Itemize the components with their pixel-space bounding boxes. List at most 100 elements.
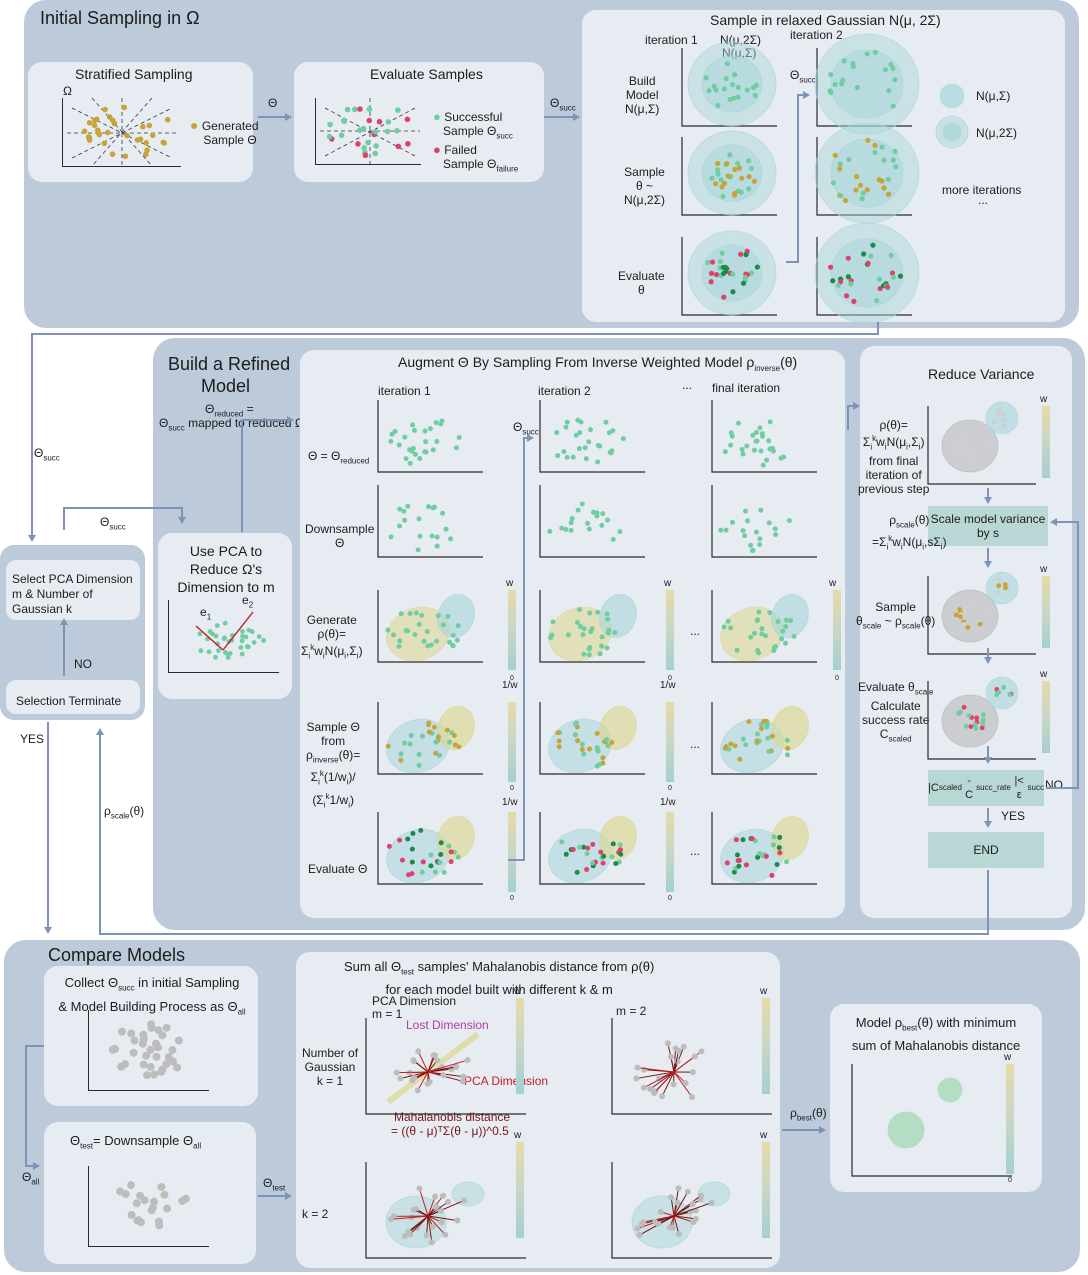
arrow-head [60, 618, 68, 625]
collected-sample-dot [154, 1026, 163, 1035]
augment-sample-dot [608, 450, 614, 456]
generated-sample-dot [86, 119, 93, 126]
augment-sample-dot [776, 845, 782, 851]
augment-sample-dot [554, 429, 560, 435]
scaled-sample-dot [980, 442, 985, 448]
augment-sample-dot [589, 626, 595, 632]
generated-sample-dot [93, 116, 100, 123]
mahalanobis-line [673, 1191, 689, 1217]
augment-sample-dot [728, 430, 734, 436]
plot-axes [377, 812, 483, 885]
pca-dimension-band [386, 1031, 480, 1105]
scaled-sample-dot [983, 442, 989, 448]
augment-sample-dot [434, 534, 440, 540]
augment-sample-dot [407, 741, 413, 747]
relaxed-sample-dot [832, 152, 838, 159]
augment-sample-dot [587, 610, 593, 616]
stratified-scatter [67, 97, 177, 167]
weight-colorbar [516, 1142, 524, 1238]
augment-sample-dot [764, 721, 770, 727]
mahalanobis-line [643, 1071, 675, 1089]
collected-sample-dot [121, 1060, 130, 1069]
relaxed-sample-dot [746, 173, 752, 180]
test-sample-dot [464, 1057, 471, 1064]
augment-sample-dot [419, 612, 425, 618]
rho-best-label: ρbest(θ) [790, 1106, 827, 1123]
augment-sample-dot [764, 457, 770, 463]
select-pca-text: Select PCA Dimension m & Number of Gauss… [12, 572, 133, 616]
scaled-gaussian-large [941, 419, 999, 473]
colorbar-zero-label: 0 [1008, 1177, 1012, 1184]
relaxed-sample-dot [735, 84, 741, 90]
best-gaussian-large [887, 1111, 925, 1149]
arrow-head [1050, 518, 1057, 526]
augment-sample-dot [594, 745, 600, 751]
pca-sample-dot [238, 645, 244, 650]
plot-axes [611, 1018, 772, 1115]
mahalanobis-line [653, 1071, 675, 1094]
test-sample-dot [682, 1079, 689, 1086]
relaxed-sample-dot [881, 185, 887, 191]
test-sample-dot [424, 1080, 431, 1087]
scaled-gaussian-large [941, 694, 999, 748]
strata-line [91, 97, 153, 167]
augment-sample-dot [413, 610, 419, 616]
relaxed-sample-dot [715, 160, 721, 167]
theta-succ-mid-label: Θsucc [100, 515, 126, 532]
test-sample-dot [423, 1232, 430, 1239]
relaxed-sample-dot [888, 252, 894, 258]
augment-sample-dot [751, 447, 757, 453]
relaxed-sample-dot [718, 177, 724, 183]
relaxed-sample-dot [892, 77, 898, 83]
evaluated-sample-dot [357, 106, 363, 112]
row-theta-eq-label: Θ = Θreduced [308, 449, 370, 466]
test-sample-dot [132, 1199, 141, 1208]
test-sample-dot [397, 1075, 404, 1082]
test-sample-dot [634, 1225, 641, 1232]
more-iterations-label: more iterations [942, 183, 1022, 197]
augment-sample-dot [756, 609, 762, 615]
augment-sample-dot [759, 631, 765, 637]
test-sample-dot [691, 1053, 698, 1060]
generated-sample-dot [144, 147, 150, 154]
augment-sample-dot [587, 746, 593, 752]
relaxed-sample-dot [715, 171, 721, 177]
augment-sample-dot [763, 633, 769, 639]
e1-label: e1 [200, 605, 212, 622]
evaluated-sample-dot [385, 119, 392, 125]
plot-axes [711, 702, 817, 775]
plot-axes [365, 1162, 526, 1259]
collected-sample-dot [152, 1052, 161, 1061]
relaxed-sample-dot [725, 173, 731, 179]
mahalanobis-line [418, 1188, 429, 1217]
scaled-sample-dot [966, 713, 972, 718]
scaled-sample-dot [1001, 685, 1007, 690]
plot-axes [927, 681, 1036, 760]
colorbar-zero-label: 0 [668, 895, 672, 902]
augment-sample-dot [723, 527, 729, 533]
augment-sample-dot [416, 516, 422, 522]
evaluated-sample-dot [355, 141, 361, 147]
augment-sample-dot [610, 536, 616, 542]
test-sample-dot [698, 1048, 705, 1055]
arrow-head [28, 535, 36, 542]
colorbar-inv-label: 1/w [502, 797, 518, 808]
scaled-sample-dot [962, 435, 968, 441]
augment-sample-dot [603, 419, 609, 425]
augment-sample-dot [755, 854, 761, 860]
augment-sample-dot [565, 632, 571, 638]
augment-sample-dot [609, 854, 615, 860]
scaled-sample-dot [961, 704, 967, 710]
augment-sample-dot [406, 872, 412, 878]
plot-axes [365, 1018, 526, 1115]
augment-sample-dot [582, 445, 588, 451]
evaluated-sample-dot [404, 116, 411, 123]
pca-axes [168, 600, 279, 673]
augment-sample-dot [740, 451, 746, 457]
augment-sample-dot [436, 734, 442, 740]
scaled-sample-dot [996, 689, 1002, 695]
